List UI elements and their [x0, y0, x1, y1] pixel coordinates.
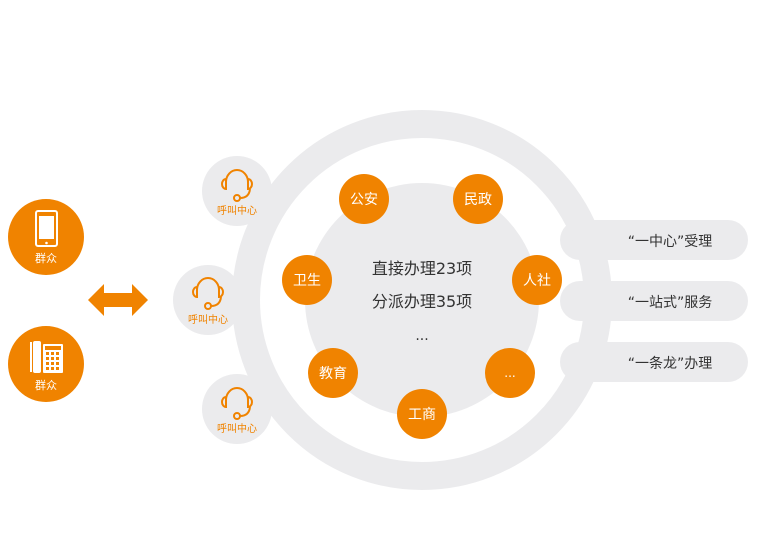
outer-ring — [232, 110, 612, 490]
dept-label: 人社 — [523, 273, 551, 289]
call-center-label: 呼叫中心 — [217, 422, 257, 435]
call-center: 呼叫中心 — [202, 156, 272, 226]
dept-node — [512, 255, 562, 305]
dept-label: 工商 — [408, 407, 436, 423]
dept-node — [485, 348, 535, 398]
inner-disc — [305, 183, 539, 417]
desk-phone-icon — [30, 341, 63, 373]
citizen-label: 群众 — [35, 251, 57, 265]
service-pill — [560, 220, 748, 260]
call-center-label: 呼叫中心 — [188, 313, 228, 326]
center-line-2: 分派办理35项 — [372, 292, 472, 311]
call-center: 呼叫中心 — [173, 265, 243, 335]
dept-node — [339, 174, 389, 224]
department-nodes: 公安 民政 人社 卫生 教育 工商 ... — [282, 174, 562, 439]
dept-label: ... — [504, 366, 515, 380]
dept-label: 教育 — [319, 366, 347, 382]
dept-label: 公安 — [350, 192, 378, 208]
dept-node — [282, 255, 332, 305]
call-center-label: 呼叫中心 — [217, 204, 257, 217]
dept-node — [453, 174, 503, 224]
double-arrow-icon — [88, 284, 148, 316]
service-label: “一条龙”办理 — [628, 355, 713, 372]
citizen-label: 群众 — [35, 378, 57, 392]
dept-node — [308, 348, 358, 398]
service-label: “一中心”受理 — [628, 234, 713, 250]
citizen-mobile: 群众 — [8, 199, 84, 275]
mobile-phone-icon — [35, 210, 58, 247]
center-line-3: ... — [415, 328, 428, 344]
service-pill — [560, 342, 748, 382]
center-line-1: 直接办理23项 — [372, 259, 472, 278]
dept-node — [397, 389, 447, 439]
call-center: 呼叫中心 — [202, 374, 272, 444]
dept-label: 卫生 — [293, 273, 321, 289]
dept-label: 民政 — [464, 192, 492, 208]
service-label: “一站式”服务 — [628, 295, 713, 311]
citizen-deskphone: 群众 — [8, 326, 84, 402]
